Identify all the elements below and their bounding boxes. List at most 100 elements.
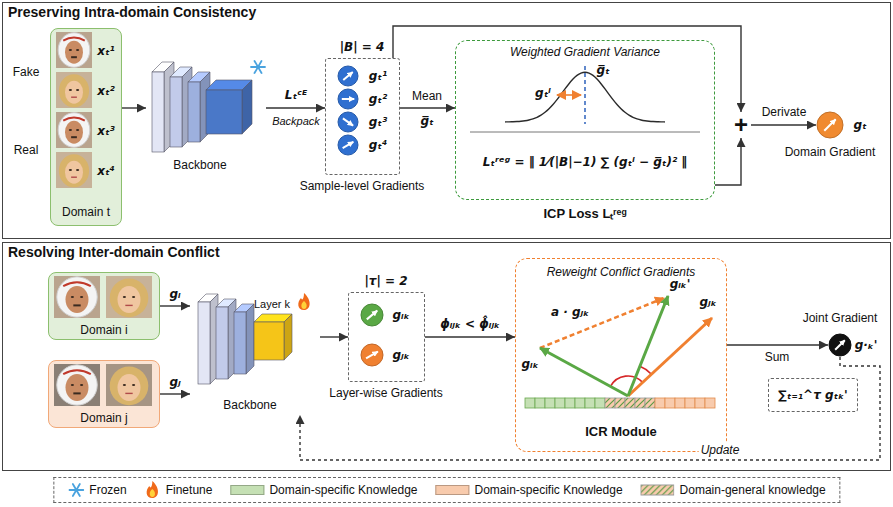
legend-symbol bbox=[68, 481, 84, 499]
rect-part bbox=[54, 276, 100, 318]
polygon-part bbox=[164, 62, 174, 152]
rect-part bbox=[54, 364, 100, 406]
rect-part bbox=[625, 398, 635, 408]
g-part bbox=[152, 61, 265, 152]
backbone-block: BackboneLayer k bbox=[190, 285, 320, 415]
rect-part bbox=[198, 302, 210, 384]
ellipse-part bbox=[65, 41, 83, 64]
line-part bbox=[73, 484, 80, 496]
rect-part bbox=[254, 322, 284, 360]
polygon-part bbox=[152, 62, 174, 72]
rect-part bbox=[56, 152, 92, 188]
path-part bbox=[298, 293, 309, 310]
rect-part bbox=[655, 398, 665, 408]
math-label: gᵢₖ' bbox=[670, 277, 691, 291]
legend-box: FrozenFinetuneDomain-specific KnowledgeD… bbox=[53, 477, 840, 503]
backbone-block: Backbone bbox=[146, 55, 266, 175]
math-label: gⱼₖ bbox=[392, 348, 409, 362]
legend-text: Frozen bbox=[89, 483, 126, 497]
g-part bbox=[817, 112, 843, 138]
legend-item: Finetune bbox=[145, 481, 213, 499]
path-part bbox=[63, 370, 91, 374]
rect-part bbox=[106, 364, 152, 406]
connector-arrow bbox=[715, 138, 741, 185]
ellipse-part bbox=[65, 81, 83, 104]
path-part bbox=[301, 301, 306, 309]
rect-part bbox=[234, 312, 246, 374]
line-part bbox=[540, 348, 628, 396]
math-label: gₜ² bbox=[369, 92, 388, 106]
ellipse-part bbox=[76, 129, 79, 131]
path-part bbox=[63, 37, 85, 40]
ellipse-part bbox=[71, 384, 74, 386]
section-panel: Domain tBackbone|B| = 4Sample-level Grad… bbox=[2, 2, 891, 239]
connector-arrow bbox=[300, 357, 880, 460]
path-part bbox=[610, 376, 642, 386]
rect-part bbox=[595, 398, 605, 408]
circle-part bbox=[338, 89, 358, 109]
path-part bbox=[505, 72, 665, 122]
legend-swatch bbox=[230, 485, 264, 495]
ellipse-part bbox=[76, 89, 79, 91]
connector-arrow bbox=[320, 336, 348, 337]
text-label: Domain Gradient bbox=[785, 145, 876, 159]
polygon-part bbox=[210, 294, 218, 384]
polygon-part bbox=[216, 299, 236, 307]
connector-arrow bbox=[425, 336, 515, 337]
math-label: xₜ⁴ bbox=[97, 164, 115, 178]
module-box: Reweight Conflict GradientsICR Module bbox=[515, 258, 727, 452]
legend-item: Domain-general knowledge bbox=[641, 481, 826, 499]
path-part bbox=[71, 96, 77, 97]
ellipse-part bbox=[69, 49, 72, 51]
math-label: xₜ³ bbox=[97, 124, 115, 138]
rect-part bbox=[56, 72, 92, 108]
node-illustration bbox=[348, 292, 425, 382]
ellipse-part bbox=[57, 365, 97, 405]
rect-part bbox=[535, 398, 545, 408]
math-label: gₜ⁴ bbox=[369, 138, 388, 152]
text-label: Weighted Gradient Variance bbox=[510, 45, 660, 59]
text-label: ICP Loss Lₜʳᵉᵍ bbox=[543, 206, 626, 222]
path-part bbox=[147, 481, 158, 498]
math-label: ∑ₜ₌₁^τ gₜₖ' bbox=[778, 388, 848, 402]
connector-arrow bbox=[266, 107, 325, 108]
node-illustration bbox=[828, 333, 852, 357]
rect-part bbox=[645, 398, 655, 408]
line-part bbox=[366, 352, 378, 359]
ellipse-part bbox=[57, 277, 97, 317]
math-label: |B| = 4 bbox=[340, 40, 385, 54]
text-label: Real bbox=[14, 143, 39, 157]
text-label: Sample-level Gradients bbox=[300, 179, 425, 193]
text-label: Fake bbox=[13, 65, 40, 79]
polygon-part bbox=[206, 80, 252, 90]
g-part bbox=[56, 32, 92, 188]
text-label: Layer-wise Gradients bbox=[329, 386, 442, 400]
line-part bbox=[540, 298, 664, 348]
rect-part bbox=[641, 485, 674, 495]
variance-box: Weighted Gradient VarianceLₜʳᵉᵍ = ‖ 1⁄(|… bbox=[455, 40, 715, 200]
rect-part bbox=[665, 398, 675, 408]
math-label: a · gⱼₖ bbox=[551, 305, 589, 319]
text-label: ICR Module bbox=[585, 424, 657, 440]
line-part bbox=[255, 61, 262, 73]
polygon-part bbox=[200, 72, 210, 142]
rect-part bbox=[525, 398, 535, 408]
ellipse-part bbox=[66, 374, 89, 401]
path-part bbox=[63, 117, 85, 120]
polygon-part bbox=[228, 299, 236, 379]
ellipse-part bbox=[71, 296, 74, 298]
legend-symbol bbox=[145, 481, 161, 499]
math-label: gₜ bbox=[853, 118, 866, 132]
line-part bbox=[255, 61, 262, 73]
path-part bbox=[63, 282, 91, 286]
rect-part bbox=[675, 398, 685, 408]
polygon-part bbox=[182, 67, 192, 147]
text-label: + bbox=[734, 111, 748, 140]
text-label: Backpack bbox=[272, 115, 320, 128]
ellipse-part bbox=[66, 286, 89, 313]
gradient-group: |B| = 4Sample-level Gradients bbox=[325, 58, 400, 175]
node-illustration bbox=[325, 58, 400, 175]
math-label: g·ₖ' bbox=[855, 338, 878, 352]
path-part bbox=[125, 305, 132, 306]
section-panel: Domain iDomain jBackboneLayer k|τ| = 2La… bbox=[2, 242, 891, 471]
